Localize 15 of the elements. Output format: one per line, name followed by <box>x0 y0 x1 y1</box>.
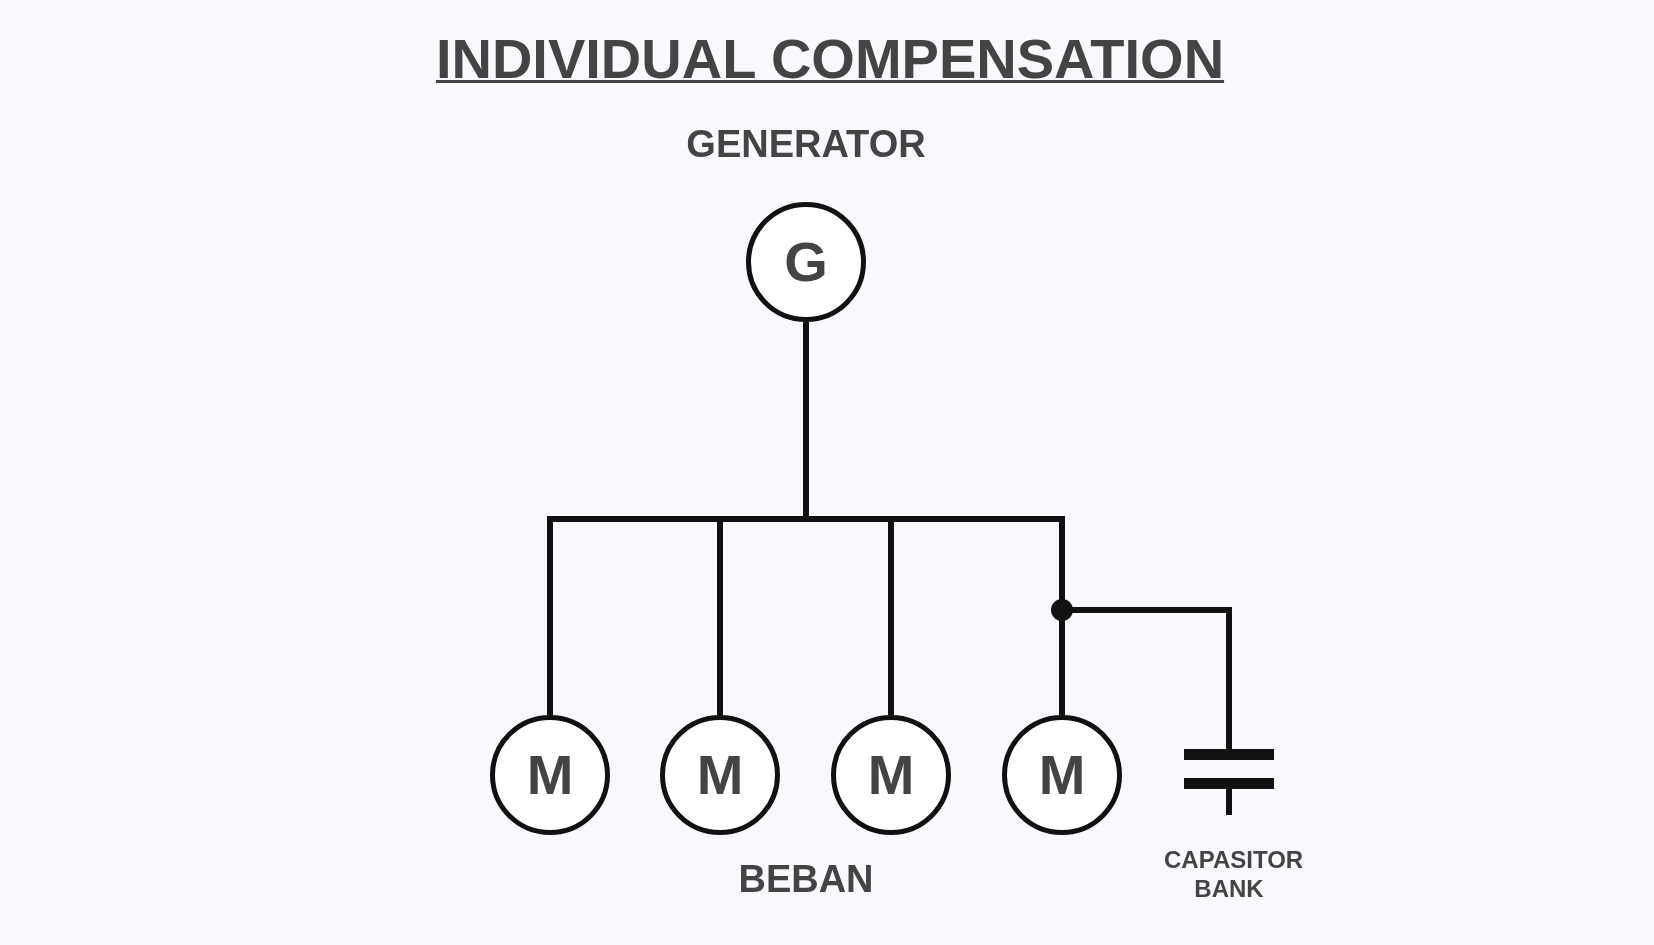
symbol-letter: M <box>867 747 915 803</box>
symbol-letter: M <box>526 747 574 803</box>
symbol-letter: G <box>784 234 828 290</box>
motor-circle <box>660 715 780 835</box>
group-label: BEBAN <box>737 858 875 901</box>
capacitor-symbol <box>1181 749 1277 815</box>
symbol-letter: M <box>1038 747 1086 803</box>
motor-circle <box>1002 715 1122 835</box>
motor-circle <box>490 715 610 835</box>
motor-circle <box>831 715 951 835</box>
symbol-letter: M <box>696 747 744 803</box>
diagram-title: INDIVIDUAL COMPENSATION <box>435 27 1225 90</box>
generator-circle <box>746 202 866 322</box>
node-caption: CAPASITOR BANK <box>1163 846 1305 904</box>
node-caption: GENERATOR <box>685 122 927 167</box>
